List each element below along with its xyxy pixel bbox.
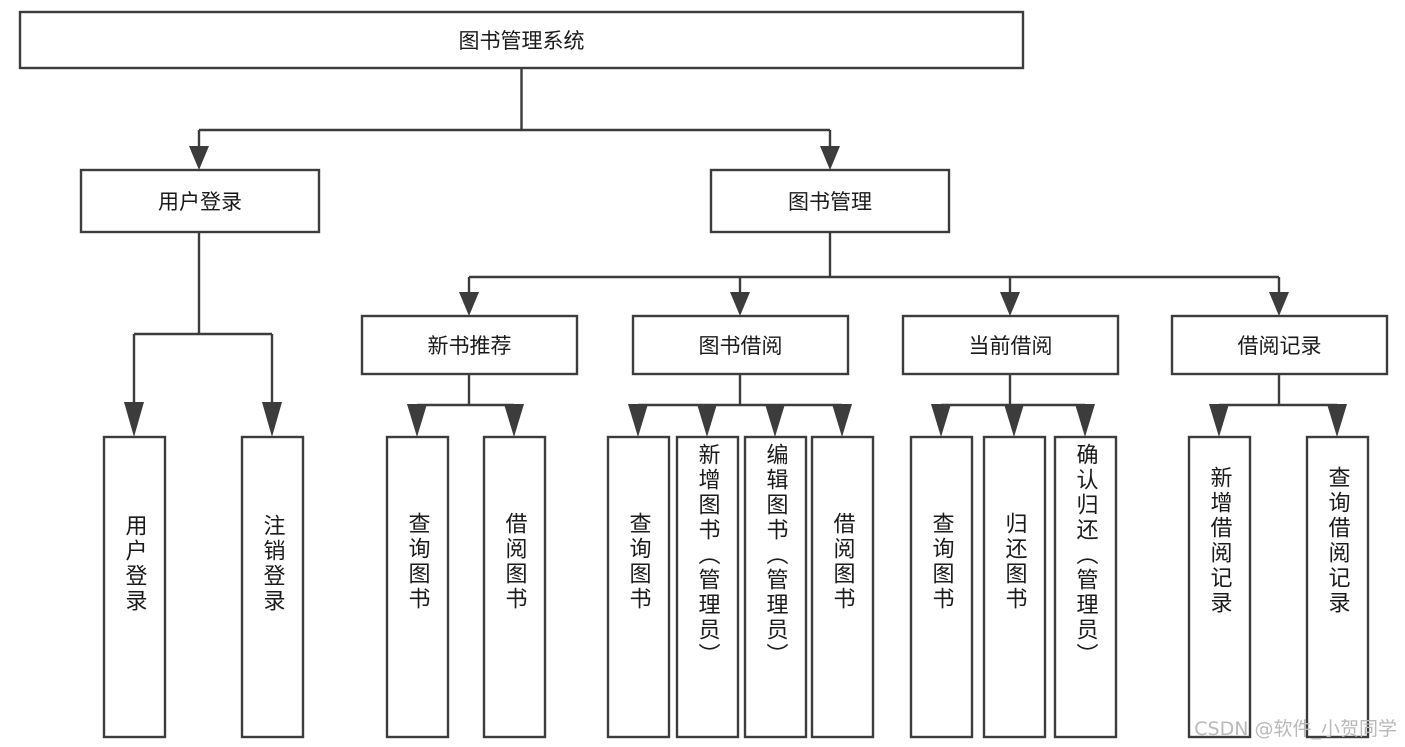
arrow-head-leaf-return-book bbox=[1004, 404, 1024, 437]
arrow-head-leaf-add-record bbox=[1209, 404, 1229, 437]
node-layer: 图书管理系统 用户登录 图书管理 新书推荐 图书借阅 当前借阅 借阅记录 bbox=[18, 10, 1389, 739]
node-current-borrow-label: 当前借阅 bbox=[969, 334, 1053, 358]
node-leaf-edit-book-box[interactable] bbox=[743, 435, 808, 739]
node-borrow-record-label: 借阅记录 bbox=[1238, 334, 1322, 358]
node-user-login-box[interactable] bbox=[79, 168, 321, 234]
node-root-box[interactable] bbox=[18, 10, 1025, 70]
arrow-head-leaf-confirm-return bbox=[1075, 404, 1095, 437]
node-leaf-confirm-return-box[interactable] bbox=[1053, 435, 1118, 739]
arrow-head-borrow-record bbox=[1269, 292, 1289, 316]
node-borrow-record-box[interactable] bbox=[1170, 314, 1389, 376]
arrow-head-leaf-user-login bbox=[124, 402, 144, 437]
arrow-head-leaf-user-logout bbox=[262, 402, 282, 437]
node-leaf-query-book-3-box[interactable] bbox=[909, 435, 974, 739]
node-leaf-add-book-box[interactable] bbox=[675, 435, 740, 739]
arrow-head-new-book-recommend bbox=[459, 292, 479, 316]
arrow-head-leaf-query-book-2 bbox=[628, 404, 648, 437]
node-leaf-user-logout-box[interactable] bbox=[240, 435, 305, 739]
arrow-head-leaf-edit-book bbox=[765, 404, 785, 437]
node-book-manage-box[interactable] bbox=[709, 168, 951, 234]
arrow-head-leaf-query-record bbox=[1327, 404, 1347, 437]
arrow-head-leaf-borrow-book-1 bbox=[504, 404, 524, 437]
node-book-borrow-box[interactable] bbox=[631, 314, 850, 376]
connector-layer bbox=[124, 68, 1347, 437]
node-user-login-label: 用户登录 bbox=[158, 190, 242, 214]
node-root-label: 图书管理系统 bbox=[459, 29, 585, 53]
arrow-head-current-borrow bbox=[1000, 292, 1020, 316]
node-new-book-recommend-label: 新书推荐 bbox=[428, 334, 512, 358]
node-leaf-query-book-2-box[interactable] bbox=[606, 435, 671, 739]
node-leaf-borrow-book-2-box[interactable] bbox=[810, 435, 875, 739]
arrow-head-user-login bbox=[189, 146, 209, 170]
node-leaf-user-login-box[interactable] bbox=[102, 435, 167, 739]
node-book-manage-label: 图书管理 bbox=[788, 190, 872, 214]
arrow-head-book-manage bbox=[820, 146, 840, 170]
arrow-head-book-borrow bbox=[730, 292, 750, 316]
node-new-book-recommend-box[interactable] bbox=[360, 314, 579, 376]
node-book-borrow-label: 图书借阅 bbox=[699, 334, 783, 358]
node-leaf-borrow-book-1-box[interactable] bbox=[482, 435, 547, 739]
node-leaf-query-record-box[interactable] bbox=[1305, 435, 1370, 739]
node-leaf-query-book-1-box[interactable] bbox=[385, 435, 450, 739]
node-leaf-add-record-box[interactable] bbox=[1187, 435, 1252, 739]
node-current-borrow-box[interactable] bbox=[901, 314, 1120, 376]
arrow-head-leaf-borrow-book-2 bbox=[832, 404, 852, 437]
arrow-head-leaf-query-book-3 bbox=[931, 404, 951, 437]
csdn-watermark: CSDN @软件_小贺同学 bbox=[1194, 718, 1397, 740]
arrow-head-leaf-query-book-1 bbox=[407, 404, 427, 437]
node-leaf-return-book-box[interactable] bbox=[982, 435, 1047, 739]
arrow-head-leaf-add-book bbox=[697, 404, 717, 437]
